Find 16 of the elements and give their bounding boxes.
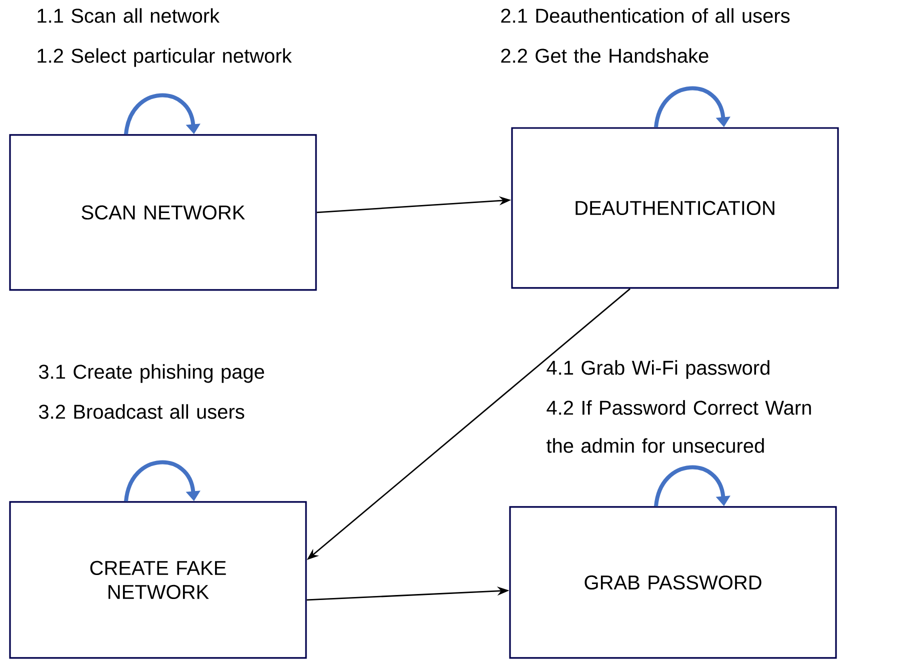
step-text: 2.2 Get the Handshake — [501, 48, 708, 63]
process-box: DEAUTHENTICATION — [511, 127, 839, 289]
step-text: 3.1 Create phishing page — [38, 364, 264, 383]
loop-arrow — [654, 86, 730, 128]
step-text: 4.1 Grab Wi-Fi password — [546, 360, 770, 379]
step-text: 3.2 Broadcast all users — [38, 404, 244, 419]
process-box: CREATE FAKE NETWORK — [9, 501, 307, 659]
step-text: 4.2 If Password Correct Warn the admin for unsecured — [546, 400, 811, 453]
loop-arrow — [124, 93, 200, 135]
process-box: GRAB PASSWORD — [509, 506, 837, 659]
step-text: 1.1 Scan all network — [38, 8, 220, 23]
loop-arrow — [654, 465, 730, 507]
loop-arrow — [124, 460, 200, 502]
process-box: SCAN NETWORK — [9, 134, 317, 291]
step-text: 2.1 Deauthentication of all users — [501, 8, 790, 23]
step-text: 1.2 Select particular network — [38, 48, 292, 67]
